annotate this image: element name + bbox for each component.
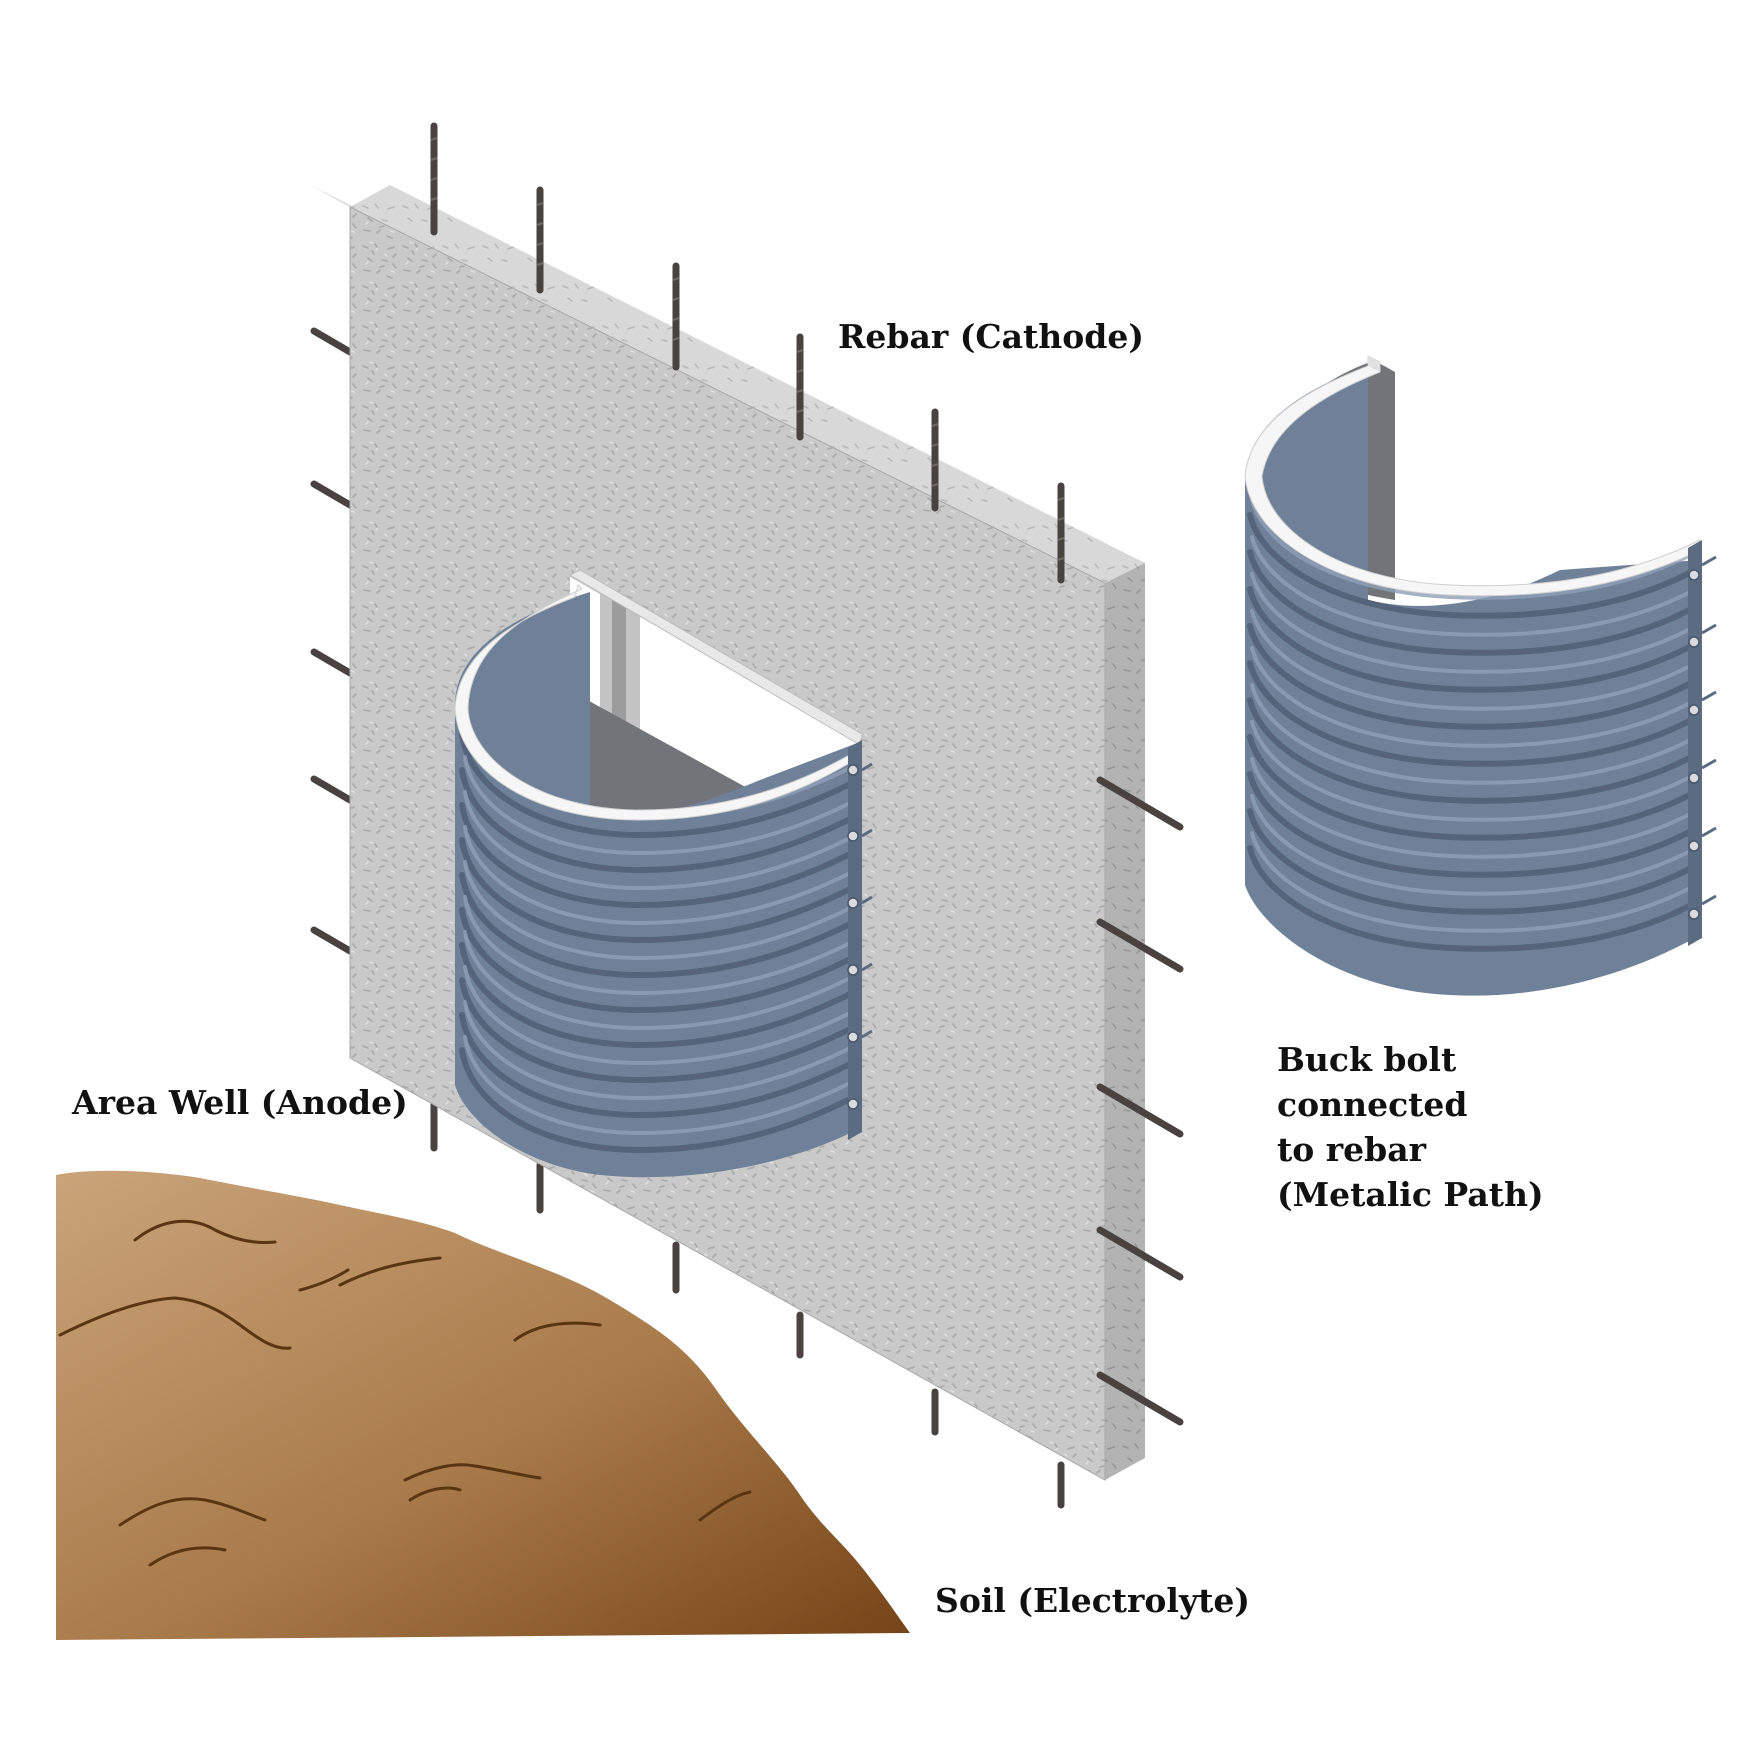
rebar-right-2 [1096,918,1184,973]
rebar-right-1 [1096,776,1184,831]
rebar-group-right [1096,776,1184,1426]
buck-bolt-label-line-1: Buck bolt [1277,1040,1457,1079]
well-rim [454,584,859,821]
rebar-cathode-label: Rebar (Cathode) [838,317,1144,356]
buck-bolt-label: Buck bolt connected to rebar (Metalic Pa… [1277,1037,1544,1217]
buck-bolt-label-line-2: connected [1277,1085,1468,1124]
rebar-left-1 [310,327,354,356]
rebar-right-5 [1096,1371,1184,1426]
well-flange [848,740,862,1140]
rebar-left-3 [310,648,354,677]
soil-mound [56,1170,910,1640]
rebar-group-top [430,122,1065,584]
buck-bolt-label-line-4: (Metalic Path) [1277,1175,1544,1214]
rebar-left-4 [310,775,354,804]
soil-electrolyte-label: Soil (Electrolyte) [935,1581,1250,1620]
rebar-left-2 [310,480,354,509]
rebar-right-4 [1096,1226,1184,1281]
wall-side-face [1105,563,1145,1480]
area-well-detached [1244,355,1717,996]
soil-body [56,1170,910,1640]
rebar-group-back [310,327,1065,1509]
wall-top-face-main [350,185,1145,583]
rebar-right-3 [1096,1083,1184,1138]
area-well-anode-label: Area Well (Anode) [72,1083,408,1122]
rebar-left-5 [310,926,354,955]
area-well-installed [454,569,873,1178]
buck-bolt-label-line-3: to rebar [1277,1130,1426,1169]
